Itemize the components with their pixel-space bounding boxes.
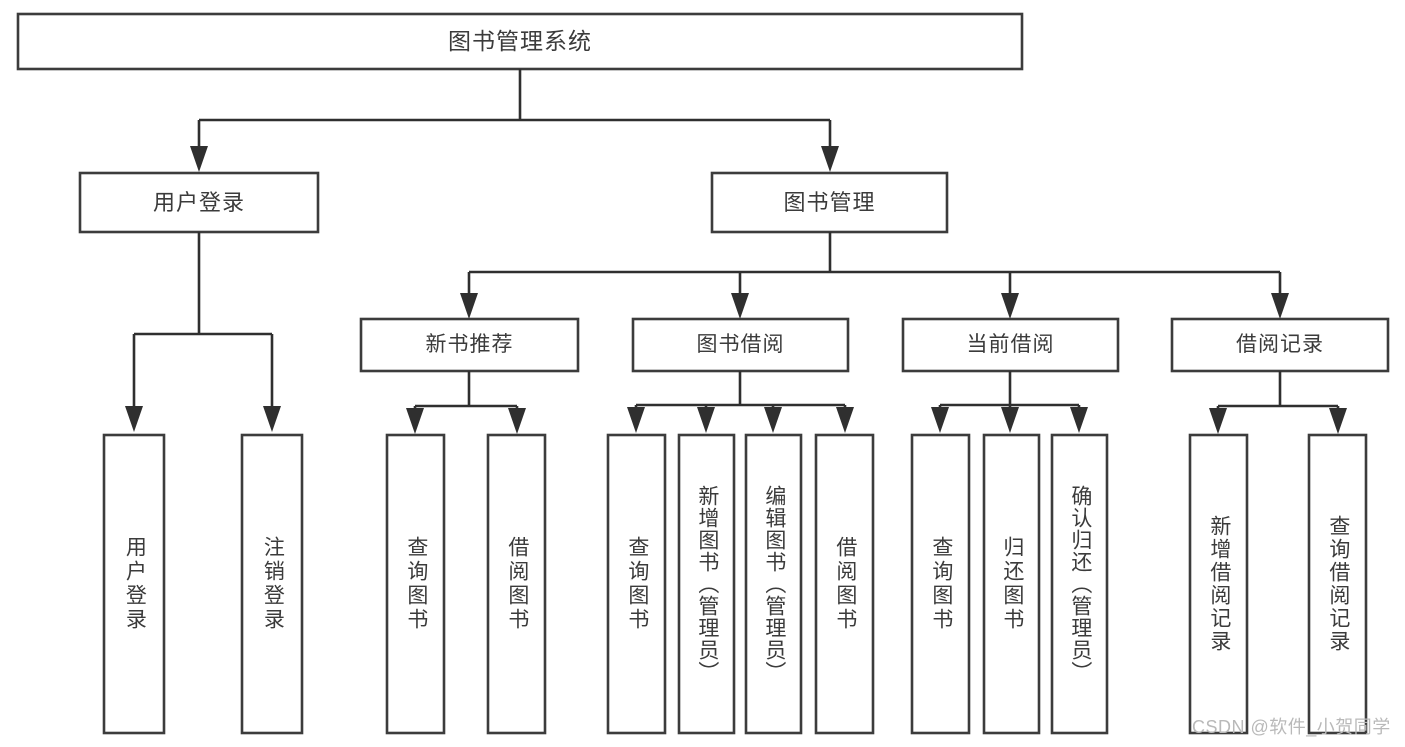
node-box-borrow-record[interactable] [1170, 317, 1390, 373]
node-box-leaf-add-record[interactable] [1188, 433, 1249, 735]
node-box-leaf-query-record[interactable] [1307, 433, 1368, 735]
node-box-leaf-logout[interactable] [240, 433, 304, 735]
node-box-current-borrow[interactable] [901, 317, 1120, 373]
node-box-leaf-edit-book[interactable] [744, 433, 803, 735]
node-box-new-book-rec[interactable] [359, 317, 580, 373]
edge-group-book-borrow [627, 371, 854, 433]
edge-group-new-book-rec [406, 371, 526, 434]
edge-group-root [190, 69, 839, 172]
node-box-book-borrow[interactable] [631, 317, 850, 373]
edge-group-user-login [125, 232, 281, 432]
edge-group-borrow-record [1209, 371, 1347, 434]
node-box-root[interactable] [16, 12, 1024, 71]
edge-group-book-mgmt [460, 232, 1289, 319]
node-box-leaf-user-login[interactable] [102, 433, 166, 735]
node-box-leaf-borrow-book-1[interactable] [486, 433, 547, 735]
node-box-leaf-borrow-book-2[interactable] [814, 433, 875, 735]
node-box-user-login[interactable] [78, 171, 320, 234]
node-box-leaf-return-book[interactable] [982, 433, 1041, 735]
edge-group-current-borrow [931, 371, 1088, 433]
csdn-watermark: CSDN @软件_小贺同学 [1192, 717, 1391, 737]
node-box-leaf-query-book-2[interactable] [606, 433, 667, 735]
node-box-leaf-confirm-return[interactable] [1050, 433, 1109, 735]
node-box-leaf-query-book-1[interactable] [385, 433, 446, 735]
node-box-leaf-query-book-3[interactable] [910, 433, 971, 735]
node-box-leaf-add-book[interactable] [677, 433, 736, 735]
node-box-book-mgmt[interactable] [710, 171, 949, 234]
